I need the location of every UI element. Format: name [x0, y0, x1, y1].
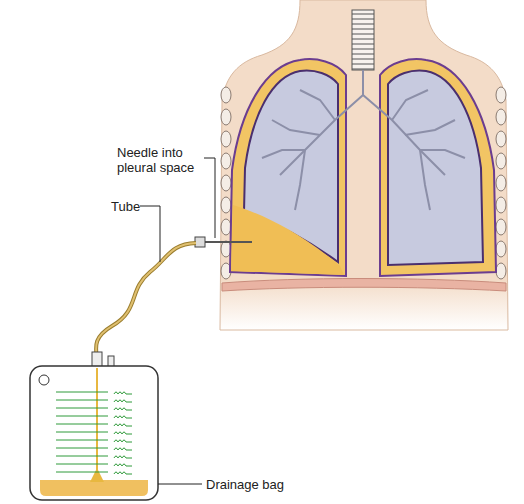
bronchial-tree [262, 70, 465, 210]
part-label: Drainage bag [206, 477, 306, 492]
leader-line [140, 158, 215, 484]
tube [96, 243, 196, 360]
lung [388, 71, 483, 265]
needle [195, 237, 252, 247]
drainage-bag [30, 352, 158, 500]
tube [96, 243, 196, 360]
trachea [352, 10, 374, 70]
torso [220, 0, 508, 330]
pleural-effusion [231, 205, 344, 275]
part-label: Needle into pleural space [117, 145, 203, 175]
diaphragm [222, 279, 506, 292]
part-label: Tube [111, 199, 141, 214]
